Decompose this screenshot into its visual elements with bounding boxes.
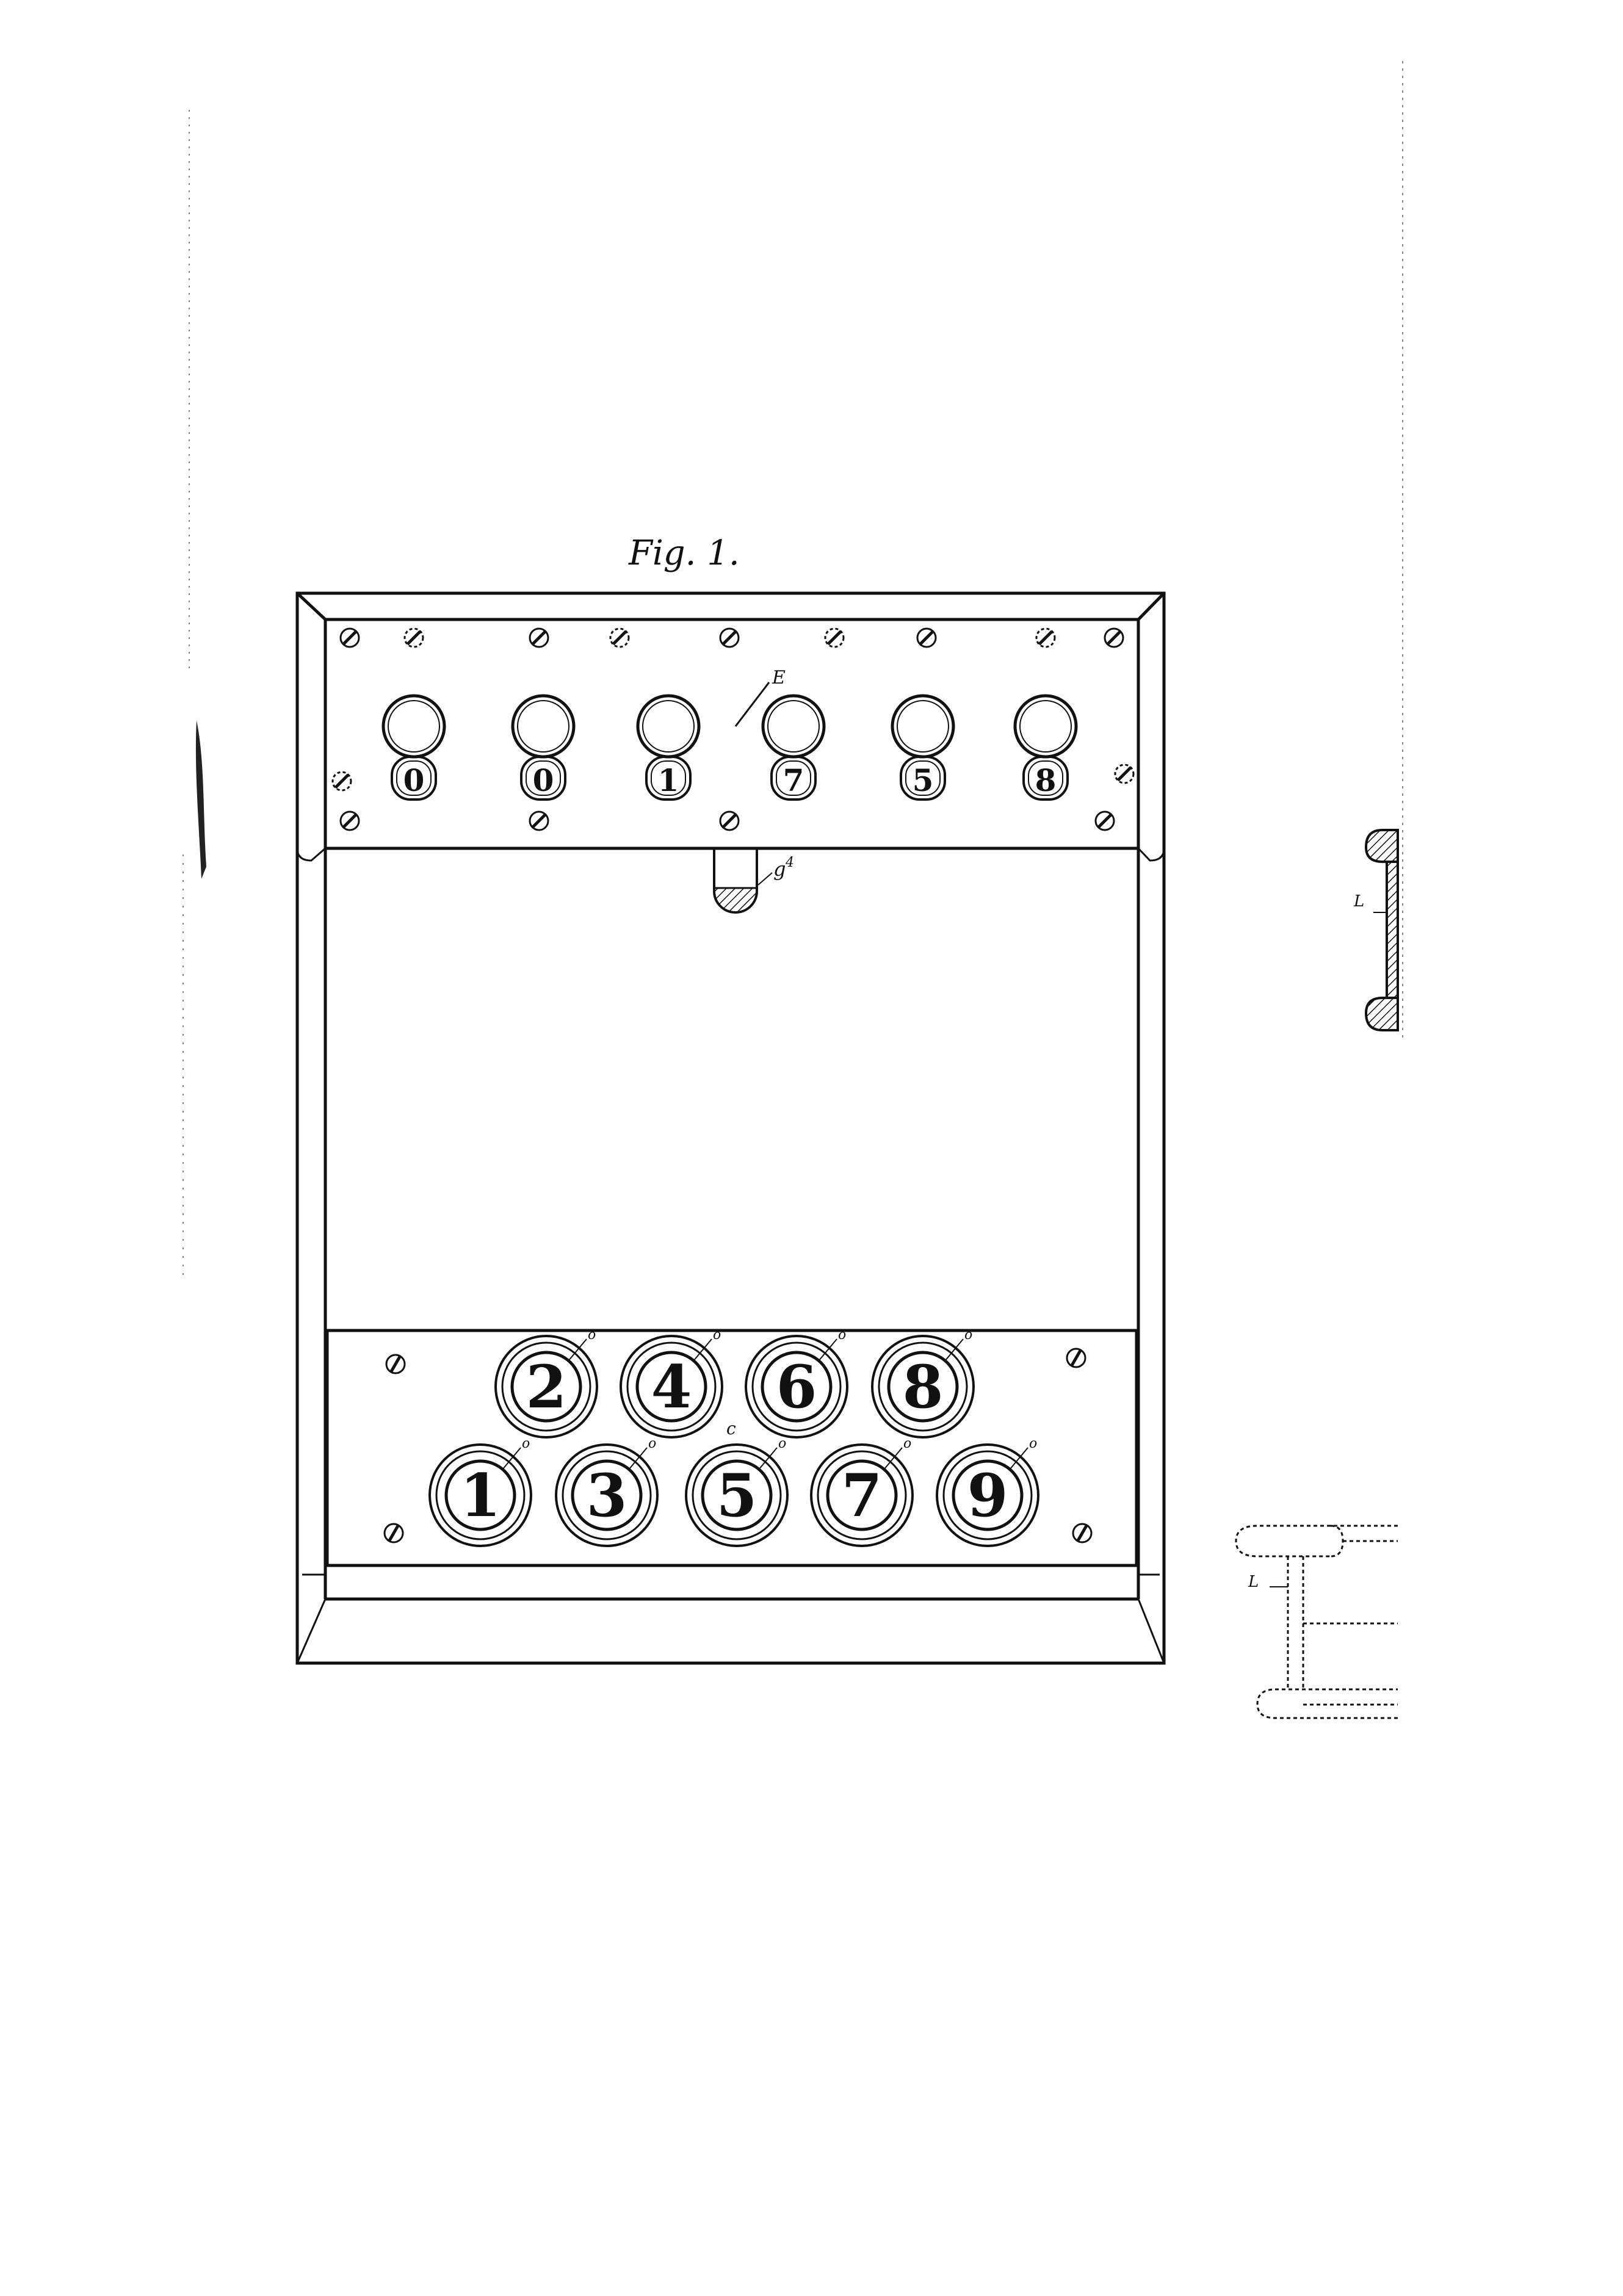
screw-head — [719, 627, 740, 648]
screw-head — [1094, 810, 1115, 831]
counter-wheel-4: 7 — [761, 694, 826, 801]
number-key[interactable]: 9o — [936, 1436, 1039, 1547]
counter-wheel-6: 8 — [1013, 694, 1078, 801]
key-label: 6 — [776, 1352, 817, 1421]
screw-head — [529, 810, 549, 831]
number-key[interactable]: 2o — [494, 1327, 598, 1439]
screw-head — [916, 627, 937, 648]
screw-head — [1104, 627, 1124, 648]
screw-head — [1072, 1523, 1093, 1543]
key-label: 3 — [587, 1461, 627, 1530]
key-mark: o — [903, 1436, 911, 1451]
label-g: g — [773, 857, 786, 881]
indicator-plate — [296, 618, 1165, 862]
counter-digit: 5 — [913, 762, 934, 798]
counter-wheel-3: 1 — [636, 694, 701, 801]
counter-windows: 0 0 1 7 5 8 — [381, 694, 1078, 801]
counter-digit: 0 — [533, 762, 554, 798]
side-section-top — [1364, 829, 1399, 1031]
key-mark: o — [778, 1436, 786, 1451]
screw-head — [339, 810, 360, 831]
key-mark: o — [1029, 1436, 1037, 1451]
key-mark: o — [713, 1327, 721, 1343]
key-label: 9 — [967, 1461, 1008, 1530]
number-key[interactable]: 3o — [555, 1436, 659, 1547]
screw-head — [824, 627, 845, 648]
key-mark: o — [838, 1327, 846, 1343]
key-label: 2 — [526, 1352, 567, 1421]
label-g-sup: 4 — [785, 855, 794, 870]
scan-edge-marks — [183, 61, 1403, 1282]
label-c: c — [726, 1418, 736, 1439]
key-mark: o — [522, 1436, 530, 1451]
key-label: 8 — [903, 1352, 944, 1421]
slot-g4 — [713, 848, 773, 914]
screw-head — [609, 627, 630, 648]
indicator-plate-screws — [331, 627, 1135, 831]
key-mark: o — [588, 1327, 596, 1343]
counter-wheel-2: 0 — [511, 694, 576, 801]
label-l-bottom: L — [1248, 1573, 1259, 1591]
keyboard-plate-screws — [383, 1348, 1093, 1543]
screw-head — [529, 627, 549, 648]
number-key[interactable]: 1o — [428, 1436, 532, 1547]
screw-head — [1114, 764, 1135, 784]
counter-digit: 7 — [783, 762, 804, 798]
number-key[interactable]: 5o — [685, 1436, 789, 1547]
screw-head — [719, 810, 740, 831]
screw-head — [331, 771, 352, 792]
key-mark: o — [648, 1436, 656, 1451]
screw-head — [385, 1354, 406, 1374]
counter-digit: 8 — [1035, 762, 1057, 798]
number-key[interactable]: 7o — [810, 1436, 914, 1547]
side-section-bottom — [1235, 1525, 1398, 1719]
screw-head — [1035, 627, 1056, 648]
figure-title: Fig. 1. — [628, 533, 740, 573]
counter-digit: 0 — [403, 762, 425, 798]
screw-head — [339, 627, 360, 648]
screw-head — [1066, 1348, 1086, 1368]
key-label: 4 — [651, 1352, 692, 1421]
counter-wheel-5: 5 — [891, 694, 955, 801]
counter-digit: 1 — [658, 762, 679, 798]
screw-head — [403, 627, 424, 648]
key-label: 5 — [717, 1461, 757, 1530]
key-mark: o — [964, 1327, 972, 1343]
label-e-leader — [734, 682, 770, 727]
screw-head — [383, 1523, 404, 1543]
label-e: E — [772, 667, 786, 688]
label-l-top: L — [1353, 892, 1364, 911]
number-key[interactable]: 8o — [871, 1327, 975, 1439]
keyboard-plate — [325, 1329, 1138, 1567]
key-label: 1 — [460, 1461, 501, 1530]
number-key[interactable]: 4o — [620, 1327, 723, 1439]
key-label: 7 — [842, 1461, 883, 1530]
number-key[interactable]: 6o — [745, 1327, 848, 1439]
counter-wheel-1: 0 — [381, 694, 446, 801]
